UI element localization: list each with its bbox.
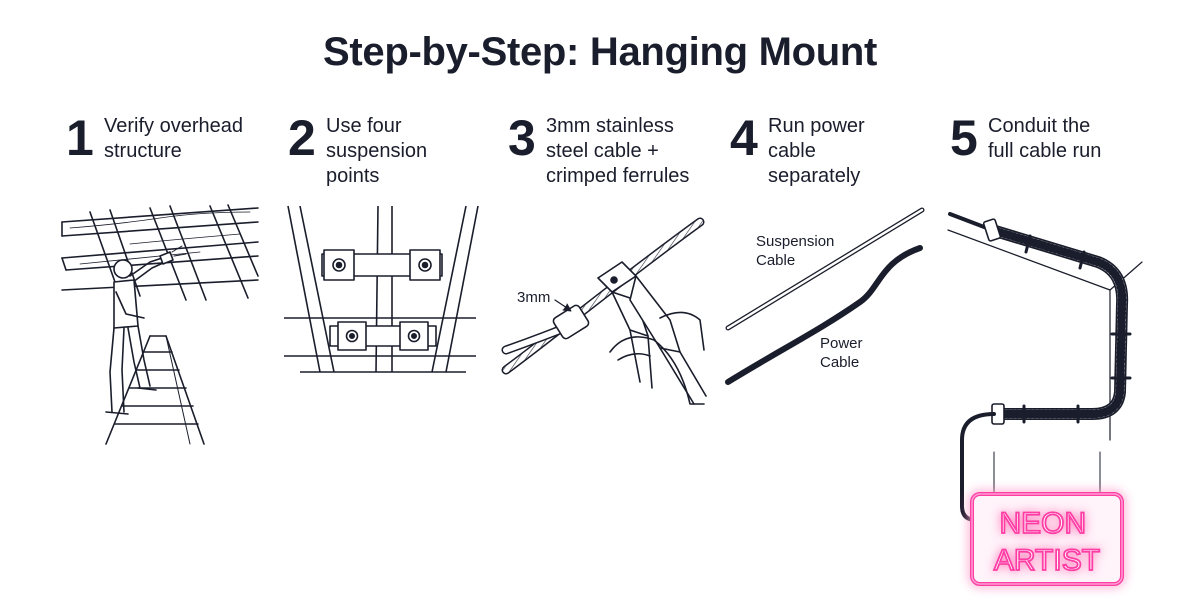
suspension-points-illustration: [284, 205, 479, 373]
power-cable-label: Power Cable: [820, 335, 867, 371]
power-cable: [725, 245, 923, 385]
cable-crimping-illustration: [501, 217, 707, 405]
step-caption-line: points: [326, 165, 380, 187]
conduit-run-illustration: [947, 212, 1143, 522]
separate-cables-illustration: [725, 207, 925, 385]
eyebolt-mount: [323, 249, 355, 281]
step-caption-line: suspension: [326, 140, 428, 162]
step-number: 5: [950, 110, 978, 166]
step-caption: Use four suspension points: [326, 114, 526, 189]
step-caption-line: Use four: [326, 115, 402, 137]
step-number: 3: [508, 110, 536, 166]
step-caption-line: separately: [768, 165, 861, 187]
page-title: Step-by-Step: Hanging Mount: [322, 30, 878, 74]
suspension-cable-label: Suspension Cable: [756, 233, 839, 269]
step-caption-line: Verify overhead: [104, 115, 243, 137]
step-caption-line: cable: [768, 140, 816, 162]
eyebolt-mount: [399, 321, 429, 351]
step-caption: Run power cable separately: [768, 114, 968, 189]
cable-size-label: 3mm: [517, 289, 550, 306]
step-caption: Conduit the full cable run: [988, 114, 1188, 164]
eyebolt-mount: [409, 249, 441, 281]
step-caption-line: full cable run: [988, 140, 1102, 162]
step-caption: Verify overhead structure: [104, 114, 304, 164]
step-number: 4: [730, 110, 758, 166]
step-caption-line: Conduit the: [988, 115, 1091, 137]
step-caption-line: Run power: [768, 115, 865, 137]
ceiling-inspection-illustration: [61, 204, 259, 445]
neon-sign: NEON ARTIST: [970, 492, 1124, 586]
step-caption-line: steel cable +: [546, 140, 659, 162]
eyebolt-mount: [337, 321, 367, 351]
step-caption: 3mm stainless steel cable + crimped ferr…: [546, 114, 746, 189]
neon-sign-text: NEON ARTIST: [994, 507, 1100, 577]
step-caption-line: crimped ferrules: [546, 165, 690, 187]
step-caption-line: structure: [104, 140, 182, 162]
step-number: 2: [288, 110, 316, 166]
step-number: 1: [66, 110, 94, 166]
step-caption-line: 3mm stainless: [546, 115, 674, 137]
